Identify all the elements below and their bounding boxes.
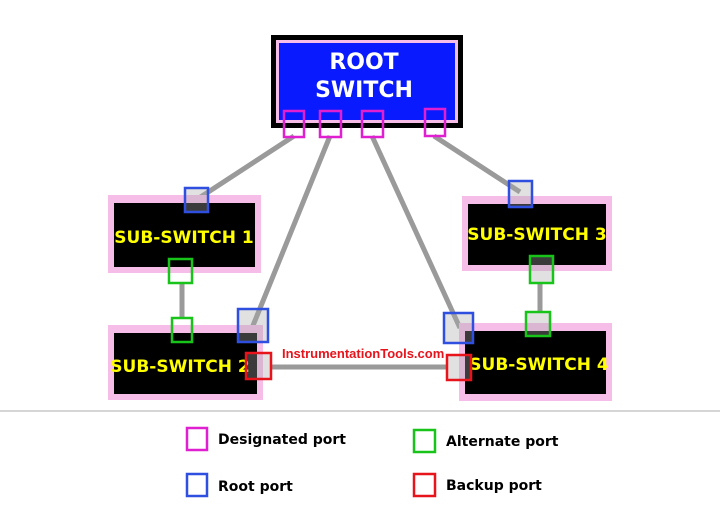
links [179,133,543,370]
alternate-port-s2 [170,316,194,344]
legend-alternate-swatch [412,428,437,454]
root-port-s2 [236,307,270,344]
root-switch-label-line1: ROOT [329,50,398,75]
root-port-s3 [507,179,534,209]
sub-switch-4-label: SUB-SWITCH 4 [469,355,609,375]
designated-port-root-4 [423,107,447,138]
link-root-s3 [432,133,522,195]
root-port-s4 [442,311,475,345]
legend-root-swatch [185,472,209,498]
legend-designated-swatch [185,426,209,452]
sub-switch-3: SUB-SWITCH 3 [462,196,612,271]
link-root-s2 [249,135,333,329]
link-root-s4 [369,134,463,330]
backup-port-s2 [244,351,273,381]
legend-backup-swatch [412,472,437,498]
legend-backup-label: Backup port [446,478,542,494]
sub-switch-1: SUB-SWITCH 1 [108,195,261,273]
root-switch-label-line2: SWITCH [315,78,413,103]
legend-designated-label: Designated port [218,432,346,448]
legend: Designated port Alternate port Root port… [185,426,559,498]
designated-port-root-1 [282,109,306,139]
alternate-port-s1 [167,257,194,285]
legend-root-label: Root port [218,479,293,495]
link-root-s1 [194,133,296,203]
sub-switch-2-label: SUB-SWITCH 2 [110,357,249,377]
root-switch: ROOT SWITCH [271,35,463,128]
alternate-port-s3 [528,254,555,285]
ports [167,107,555,382]
root-port-s1 [183,186,210,214]
alternate-port-s4 [524,310,552,338]
watermark-text: InstrumentationTools.com [282,346,444,361]
backup-port-s4 [445,353,473,382]
sub-switch-1-label: SUB-SWITCH 1 [114,228,253,248]
sub-switch-3-label: SUB-SWITCH 3 [467,225,606,245]
designated-port-root-3 [360,109,385,139]
designated-port-root-2 [318,109,343,139]
legend-alternate-label: Alternate port [446,434,559,450]
